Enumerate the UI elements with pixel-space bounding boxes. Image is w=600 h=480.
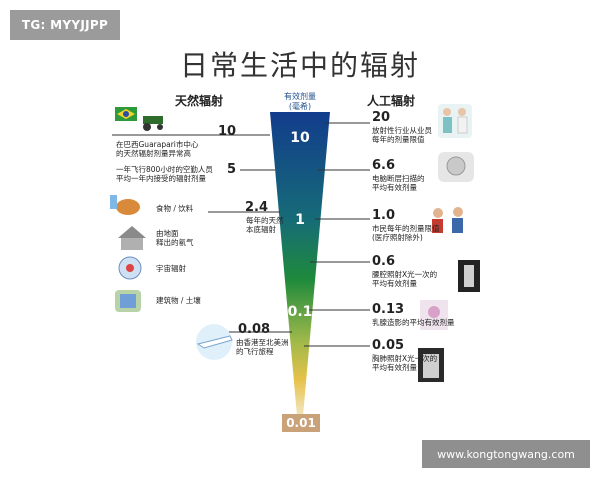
source-building-soil: 建筑物 / 土壤 [156,296,201,305]
right-value-6_6: 6.6 [372,158,396,173]
airplane-icon [196,324,233,360]
left-text-0_08-line1: 由香港至北美洲 [236,338,289,347]
right-text-1_0-line2: (医疗照射除外) [372,233,423,242]
page-title: 日常生活中的辐射 [179,49,420,82]
right-text-0_05: 胸肺照射X光一次的 平均有效剂量 [372,354,437,372]
left-text-0_08-line2: 的飞行旅程 [236,347,274,356]
right-text-0_13-line1: 乳腺造影的平均有效剂量 [372,318,455,327]
right-text-6_6-line2: 平均有效剂量 [372,183,417,192]
funnel-shape [270,112,330,416]
right-text-20: 放射性行业从业员 每年的剂量限值 [372,126,432,144]
cosmic-radiation-icon [118,256,142,280]
right-text-6_6: 电脑断层扫描的 平均有效剂量 [372,174,425,192]
watermark-top-left: TG: MYYJJPP [10,10,120,40]
left-value-10: 10 [218,124,237,139]
right-text-0_6-line2: 平均有效剂量 [372,279,417,288]
chest-xray-icon [418,348,444,382]
brazil-flag-icon [115,107,137,121]
left-value-0_08: 0.08 [238,322,271,337]
funnel-mark-0_01: 0.01 [282,414,320,432]
left-text-5-line2: 平均一年内接受的辐射剂量 [116,174,206,183]
funnel-mark-0_1: 0.1 [287,304,313,320]
right-value-0_6: 0.6 [372,254,396,269]
building-soil-icon [115,290,141,312]
medical-workers-icon [438,104,472,138]
left-value-5: 5 [227,162,237,177]
left-text-2_4: 每年的天然 本底辐射 [246,216,284,234]
right-value-0_13: 0.13 [372,302,405,317]
xray-lumbar-icon [458,260,480,292]
left-text-10-line2: 的天然辐射剂量异常高 [116,149,191,158]
right-value-20: 20 [372,110,391,125]
tractor-icon [143,116,163,131]
funnel-mark-1: 1 [295,212,305,228]
right-text-0_05-line1: 胸肺照射X光一次的 [372,354,438,363]
left-text-2_4-line1: 每年的天然 [246,216,284,225]
left-text-5-line1: 一年飞行800小时的空勤人员 [116,165,213,174]
source-cosmic: 宇宙辐射 [156,264,186,273]
section-natural-radiation: 天然辐射 [175,94,224,108]
right-text-1_0: 市民每年的剂量限值 (医疗照射除外) [372,224,440,242]
left-text-0_08: 由香港至北美洲 的飞行旅程 [236,338,289,356]
section-artificial-radiation: 人工辐射 [367,94,416,108]
right-text-1_0-line1: 市民每年的剂量限值 [372,224,440,233]
source-radon-line2: 释出的氡气 [156,238,194,247]
unit-sub-label: (毫希) [288,102,312,111]
watermark-bottom-right: www.kongtongwang.com [422,440,590,468]
funnel-mark-10: 10 [290,130,310,146]
right-value-1_0: 1.0 [372,208,396,223]
unit-label: 有效剂量 [284,92,316,101]
left-value-2_4: 2.4 [245,200,269,215]
left-text-10: 在巴西Guarapari市中心 的天然辐射剂量异常高 [116,140,198,158]
mammography-icon [420,300,448,330]
right-text-6_6-line1: 电脑断层扫描的 [372,174,425,183]
left-text-2_4-line2: 本底辐射 [246,225,276,234]
left-text-5: 一年飞行800小时的空勤人员 平均一年内接受的辐射剂量 [116,165,213,183]
right-text-20-line1: 放射性行业从业员 [372,126,432,135]
food-drink-icon [110,195,140,215]
source-radon-line1: 由地面 [156,229,179,238]
source-food-drink: 食物 / 饮料 [156,204,194,213]
right-text-0_13: 乳腺造影的平均有效剂量 [372,318,455,327]
right-text-0_6-line1: 腰腔照射X光一次的 [372,270,438,279]
left-text-10-line1: 在巴西Guarapari市中心 [116,140,199,149]
source-radon: 由地面 释出的氡气 [156,229,194,247]
right-text-0_05-line2: 平均有效剂量 [372,363,417,372]
house-radon-icon [118,226,146,250]
family-icon [432,207,463,233]
right-text-20-line2: 每年的剂量限值 [372,135,425,144]
dose-unit-label: 有效剂量 (毫希) [268,92,332,112]
right-value-0_05: 0.05 [372,338,405,353]
ct-scanner-icon [438,152,474,182]
right-text-0_6: 腰腔照射X光一次的 平均有效剂量 [372,270,437,288]
